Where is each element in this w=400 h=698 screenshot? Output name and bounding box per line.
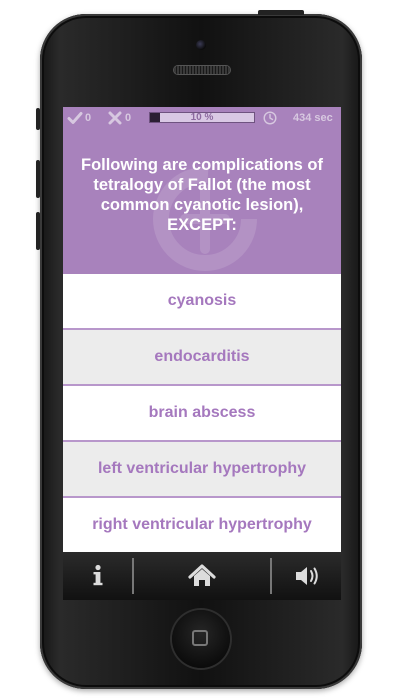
answer-option[interactable]: left ventricular hypertrophy	[63, 442, 341, 498]
front-camera	[196, 40, 206, 50]
answer-list: cyanosis endocarditis brain abscess left…	[63, 274, 341, 554]
volume-down-button	[36, 212, 40, 250]
app-screen: 0 0 10 % 434 sec Following are complicat…	[63, 107, 341, 600]
info-button[interactable]	[63, 552, 132, 600]
progress-fill	[150, 113, 161, 122]
home-icon	[188, 564, 216, 586]
correct-count: 0	[85, 112, 92, 124]
timer-value: 434 sec	[293, 112, 333, 124]
speaker-icon	[296, 567, 318, 585]
answer-option[interactable]: endocarditis	[63, 330, 341, 386]
toolbar-divider	[132, 558, 134, 594]
phone-home-button	[172, 610, 230, 668]
wrong-count: 0	[125, 112, 132, 124]
progress-bar: 10 %	[149, 112, 255, 123]
timer-icon	[263, 111, 277, 125]
check-icon	[67, 112, 83, 124]
bottom-toolbar	[63, 552, 341, 600]
question-panel: Following are complications of tetralogy…	[63, 129, 341, 274]
answer-option[interactable]: brain abscess	[63, 386, 341, 442]
info-icon	[93, 564, 103, 586]
volume-up-button	[36, 160, 40, 198]
progress-label: 10 %	[190, 112, 214, 123]
mute-switch	[36, 108, 40, 130]
logo-watermark-icon	[153, 167, 257, 271]
toolbar-divider	[270, 558, 272, 594]
power-button	[258, 10, 304, 15]
home-button[interactable]	[134, 552, 270, 600]
cross-icon	[108, 111, 122, 125]
sound-button[interactable]	[272, 552, 341, 600]
status-bar: 0 0 10 % 434 sec	[63, 107, 341, 129]
earpiece-speaker	[174, 66, 230, 74]
question-text: Following are complications of tetralogy…	[80, 156, 324, 234]
answer-option[interactable]: cyanosis	[63, 274, 341, 330]
answer-option[interactable]: right ventricular hypertrophy	[63, 498, 341, 554]
